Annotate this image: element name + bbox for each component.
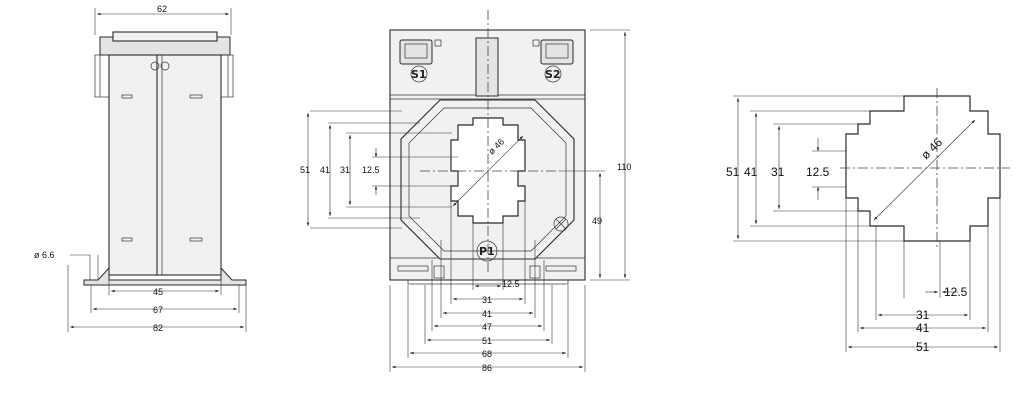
terminal-s1-label: S1 (411, 68, 427, 81)
dim-front-w12-5: 12.5 (502, 279, 520, 289)
detail-view: ø 46 51 41 31 12.5 12.5 31 41 (726, 88, 1010, 354)
dim-side-67: 67 (153, 305, 163, 315)
dim-front-w51: 51 (482, 336, 492, 346)
side-body (108, 54, 222, 276)
dim-front-w86: 86 (482, 363, 492, 373)
p1-screw-icon (476, 240, 498, 262)
detail-window-profile (845, 95, 1001, 242)
front-center-post (475, 37, 499, 97)
dim-front-w68: 68 (482, 349, 492, 359)
dim-detail-12-5: 12.5 (806, 165, 830, 179)
dim-front-49: 49 (592, 216, 602, 226)
dim-side-82: 82 (153, 323, 163, 333)
dim-detail-51: 51 (726, 165, 740, 179)
s2-screw-icon (544, 65, 562, 83)
front-view: S1 S2 ø 46 P1 51 41 (300, 10, 631, 373)
dim-front-w47: 47 (482, 322, 492, 332)
dim-front-110: 110 (617, 162, 631, 172)
side-screw-icon (553, 216, 569, 232)
dim-detail-w41: 41 (916, 321, 930, 335)
terminal-p1-label: P1 (479, 245, 495, 258)
dim-front-31: 31 (340, 165, 350, 175)
mount-slot-right (545, 265, 577, 272)
dim-front-w41: 41 (482, 309, 492, 319)
dim-side-62: 62 (157, 4, 167, 14)
dim-detail-31: 31 (771, 165, 785, 179)
s1-screw-icon (410, 65, 428, 83)
side-top-cap (112, 31, 218, 42)
dim-front-12-5: 12.5 (362, 165, 380, 175)
dim-side-hole: ø 6.6 (34, 250, 55, 260)
terminal-s2-label: S2 (545, 68, 561, 81)
mount-slot-left (397, 265, 429, 272)
front-window (450, 117, 526, 224)
dim-front-w31: 31 (482, 295, 492, 305)
dim-detail-41: 41 (744, 165, 758, 179)
dim-side-45: 45 (153, 287, 163, 297)
dim-detail-w51: 51 (916, 340, 930, 354)
dim-front-41: 41 (320, 165, 330, 175)
side-base-foot (83, 266, 247, 286)
side-screw-icon (150, 61, 160, 71)
dim-detail-w31: 31 (916, 308, 930, 322)
dim-detail-w12-5: 12.5 (944, 285, 968, 299)
dim-front-51: 51 (300, 165, 310, 175)
side-view: 62 ø 6.6 45 67 82 (34, 4, 247, 333)
